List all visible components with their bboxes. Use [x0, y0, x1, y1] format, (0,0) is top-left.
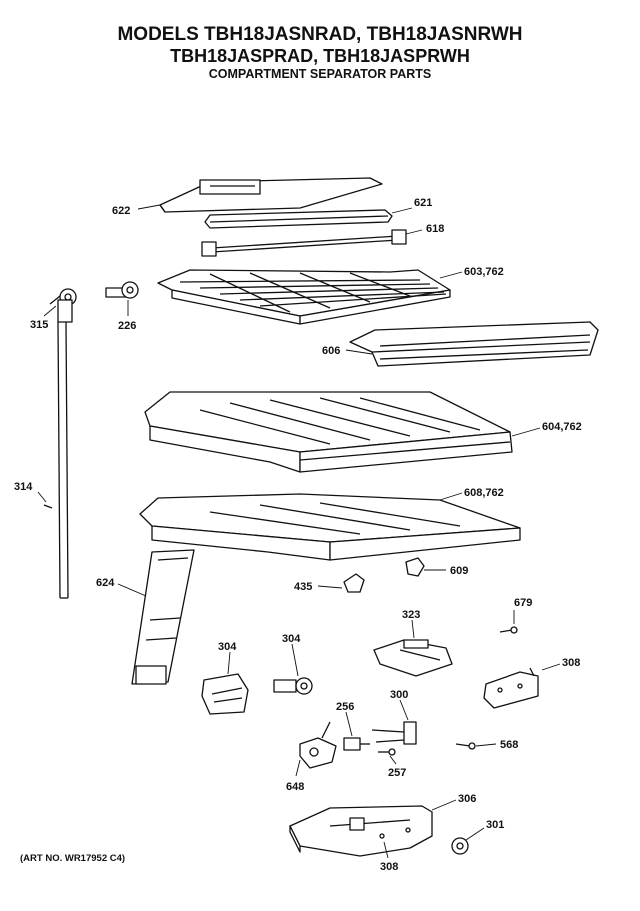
label-622: 622: [112, 205, 130, 217]
label-568: 568: [500, 739, 518, 751]
leader-306: [431, 799, 457, 811]
leader-315: [43, 305, 57, 317]
leader-604: [511, 427, 541, 437]
label-603: 603,762: [464, 266, 504, 278]
leader-304a: [227, 651, 231, 675]
part-603-shelf[interactable]: [157, 269, 451, 325]
label-679: 679: [514, 597, 532, 609]
label-226: 226: [118, 320, 136, 332]
part-226-plug[interactable]: [105, 281, 139, 299]
label-608: 608,762: [464, 487, 504, 499]
diagram-subtitle: COMPARTMENT SEPARATOR PARTS: [208, 67, 432, 81]
leader-618: [405, 229, 423, 235]
part-323-control-board[interactable]: [373, 639, 453, 677]
part-304-relay[interactable]: [201, 673, 249, 715]
label-323: 323: [402, 609, 420, 621]
label-606: 606: [322, 345, 340, 357]
part-308-bracket[interactable]: [483, 667, 539, 709]
part-301-knob[interactable]: [451, 837, 469, 855]
leader-300: [399, 699, 409, 721]
diagram-models-line: TBH18JASPRAD, TBH18JASPRWH: [170, 46, 470, 66]
label-304-thermostat: 304: [282, 633, 301, 645]
label-308-housing: 308: [380, 861, 398, 873]
label-648: 648: [286, 781, 304, 793]
part-256-switch[interactable]: [343, 737, 370, 751]
label-624: 624: [96, 577, 115, 589]
part-604-separator[interactable]: [144, 391, 513, 473]
part-648-timer[interactable]: [299, 721, 337, 769]
leader-257: [389, 755, 397, 765]
part-568-screw[interactable]: [455, 742, 476, 750]
label-604: 604,762: [542, 421, 582, 433]
part-608-separator[interactable]: [139, 493, 521, 561]
label-304-relay: 304: [218, 641, 237, 653]
label-609: 609: [450, 565, 468, 577]
part-606-trim[interactable]: [349, 321, 599, 367]
leader-568: [475, 743, 497, 747]
part-315-bracket[interactable]: [49, 288, 77, 323]
part-300-damper[interactable]: [371, 721, 417, 745]
part-609-clip[interactable]: [405, 557, 425, 577]
label-308-bracket: 308: [562, 657, 580, 669]
label-256: 256: [336, 701, 354, 713]
part-679-screw[interactable]: [499, 626, 518, 634]
label-306: 306: [458, 793, 476, 805]
leader-624: [117, 583, 147, 597]
part-622-cover[interactable]: [159, 177, 383, 213]
art-number: (ART NO. WR17952 C4): [20, 853, 126, 864]
leader-648: [295, 759, 301, 777]
label-621: 621: [414, 197, 432, 209]
leader-301: [465, 827, 485, 841]
leader-304b: [291, 643, 299, 677]
part-621-rail[interactable]: [204, 209, 393, 229]
leader-256: [345, 711, 353, 737]
label-315: 315: [30, 319, 48, 331]
part-306-housing[interactable]: [289, 805, 433, 857]
diagram-title: MODELS TBH18JASNRAD, TBH18JASNRWH: [117, 24, 523, 45]
leader-323: [411, 619, 415, 639]
leader-621: [391, 207, 413, 214]
part-624-panel[interactable]: [131, 549, 195, 685]
part-435-clip[interactable]: [343, 573, 365, 593]
leader-606: [345, 349, 373, 355]
label-618: 618: [426, 223, 444, 235]
label-300: 300: [390, 689, 408, 701]
leader-608: [439, 492, 463, 501]
label-301: 301: [486, 819, 504, 831]
leader-314: [37, 491, 47, 503]
part-257-screw[interactable]: [378, 748, 396, 756]
leader-308b: [383, 841, 389, 859]
leader-435: [317, 585, 343, 589]
label-257: 257: [388, 767, 406, 779]
part-314-rod[interactable]: [43, 321, 69, 599]
part-618-rod[interactable]: [201, 229, 407, 257]
leader-603: [439, 271, 463, 279]
leader-308a: [541, 663, 561, 671]
leader-622: [137, 204, 161, 210]
label-435: 435: [294, 581, 312, 593]
label-314: 314: [14, 481, 33, 493]
part-304-thermostat[interactable]: [273, 677, 313, 695]
